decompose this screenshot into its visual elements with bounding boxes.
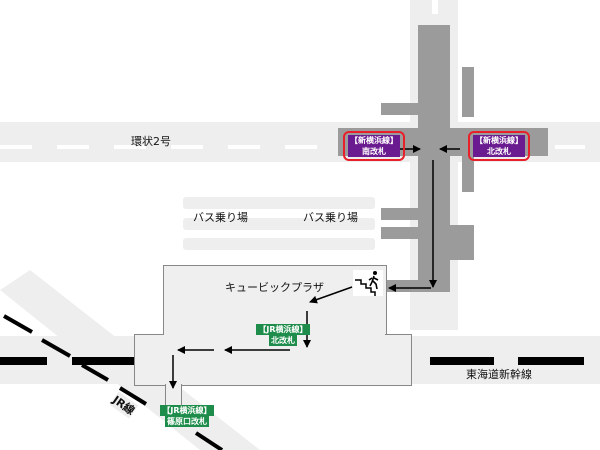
concourse-bus-arm-1 (381, 208, 421, 220)
jr-shinohara-gate[interactable]: 【JR横浜線】 篠原口改札 (155, 405, 219, 427)
stairs-person-icon (353, 270, 383, 296)
gate-name: 南改札 (348, 146, 400, 157)
concourse-right-stub (462, 156, 474, 192)
ring-road-dashes (0, 145, 330, 149)
concourse-main (418, 25, 450, 290)
concourse-upper-right (462, 67, 474, 117)
cubic-plaza-label: キュービックプラザ (225, 281, 324, 294)
bus-lane-2 (183, 218, 375, 230)
plaza-exit-corridor (165, 384, 182, 406)
bus-stop-label-2: バス乗り場 (303, 211, 358, 224)
gate-line: 【新横浜線】 (348, 135, 400, 146)
gate-name: 北改札 (269, 335, 297, 346)
concourse-top-left-arm (381, 103, 441, 115)
shin-yokohama-north-gate[interactable]: 【新横浜線】 北改札 (468, 131, 530, 161)
ring-road-2-label: 環状2号 (131, 135, 171, 148)
bus-lane-1 (183, 197, 375, 209)
gate-line: 【新横浜線】 (473, 135, 525, 146)
shin-yokohama-south-gate[interactable]: 【新横浜線】 南改札 (343, 131, 405, 161)
concourse-right-arm (448, 225, 474, 260)
gate-line: 【JR横浜線】 (160, 405, 214, 416)
ring-road-dash-right (555, 145, 585, 149)
bus-stop-label-1: バス乗り場 (193, 211, 248, 224)
jr-north-gate[interactable]: 【JR横浜線】 北改札 (251, 324, 315, 346)
gate-name: 北改札 (473, 146, 525, 157)
tokaido-shinkansen-label: 東海道新幹線 (466, 368, 532, 381)
road-center-line (432, 0, 438, 14)
gate-line: 【JR横浜線】 (256, 324, 310, 335)
gate-name: 篠原口改札 (165, 416, 209, 427)
bus-lane-3 (183, 238, 375, 250)
concourse-bus-arm-2 (381, 227, 421, 239)
